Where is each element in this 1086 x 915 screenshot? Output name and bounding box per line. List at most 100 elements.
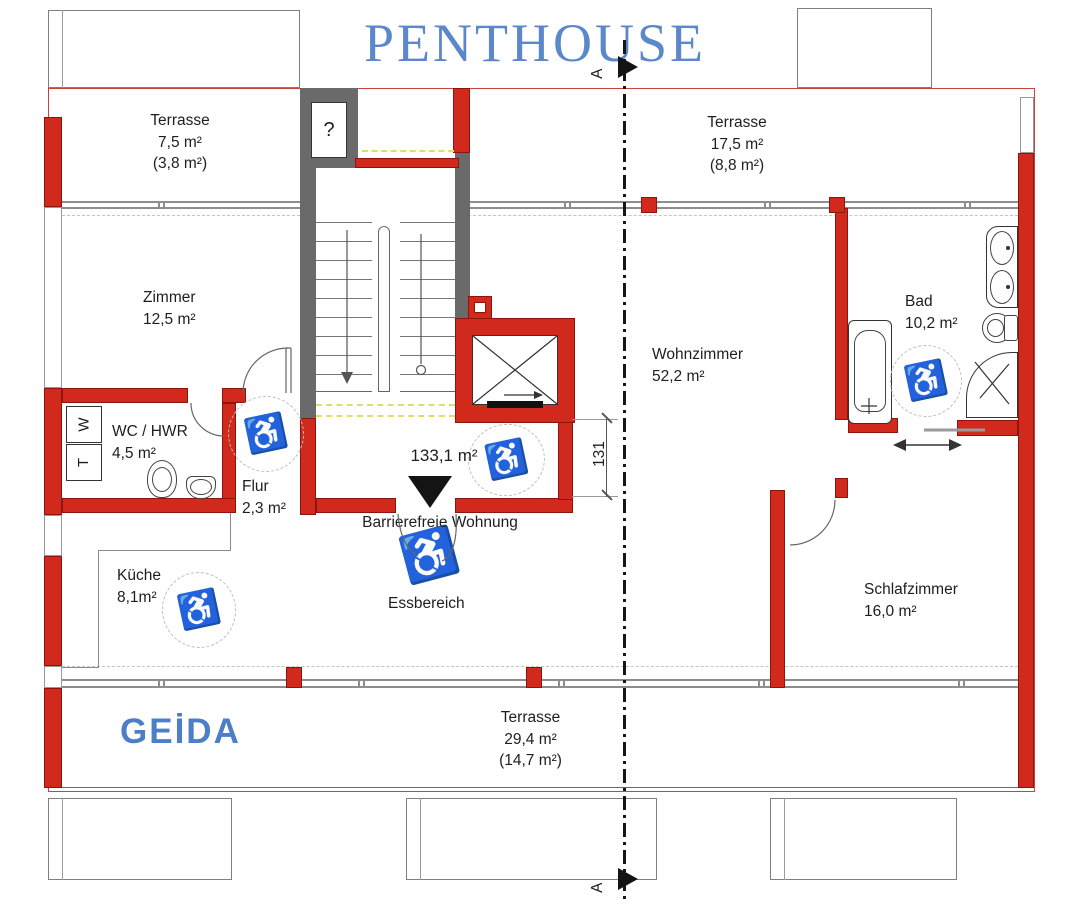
- room-area-half: (3,8 m²): [152, 155, 208, 173]
- hand-sink-bowl: [190, 479, 212, 495]
- room-name: Bad: [905, 293, 933, 310]
- section-label-top: A: [589, 68, 607, 79]
- wall-entry-left: [316, 498, 396, 513]
- headroom-dashed-line: [362, 150, 454, 152]
- wheelchair-icon: ♿: [174, 587, 224, 633]
- sink-faucet-dot: [1006, 285, 1010, 289]
- room-name: Schlafzimmer: [864, 581, 958, 598]
- railing-pillar: [829, 197, 845, 213]
- headroom-dashed-line: [316, 415, 455, 417]
- elevator-call-box-inner: [474, 302, 486, 313]
- room-label-flur: Flur 2,3 m²: [242, 476, 286, 519]
- room-area: 29,4 m²: [504, 730, 557, 748]
- washer-label: W: [75, 417, 93, 432]
- wall-bad-west: [835, 208, 848, 420]
- wall-zimmer-south: [62, 388, 188, 403]
- logo: GEİDA: [120, 712, 241, 751]
- wall-schlafzimmer-west: [770, 490, 785, 688]
- unknown-room-label: ?: [323, 118, 335, 141]
- room-area: 10,2 m²: [905, 314, 958, 332]
- window-left: [44, 666, 62, 688]
- roof-slope-dashed-line: [62, 215, 300, 216]
- room-area: 16,0 m²: [864, 602, 917, 620]
- room-area: 4,5 m²: [112, 444, 156, 462]
- wall-kueche-north: [62, 498, 236, 513]
- wall-vestibule-east: [558, 420, 573, 500]
- section-arrow-bottom: [618, 868, 638, 890]
- section-arrow-top: [618, 56, 638, 78]
- window-right-top: [1020, 97, 1034, 153]
- wheelchair-icon: ♿: [901, 358, 951, 404]
- room-label-wohnzimmer: Wohnzimmer 52,2 m²: [652, 344, 743, 387]
- kitchen-boundary-line: [98, 550, 99, 667]
- wall-vestibule-west: [300, 418, 316, 515]
- exterior-wall-left: [44, 117, 62, 207]
- kitchen-boundary-line: [230, 513, 231, 551]
- toilet-bad-bowl: [987, 319, 1004, 337]
- dormer-line: [784, 798, 785, 880]
- room-label-terrasse-bottom: Terrasse 29,4 m² (14,7 m²): [468, 707, 593, 772]
- kitchen-boundary-line: [98, 550, 230, 551]
- roof-slope-dashed-line: [62, 666, 1018, 667]
- wall-bad-south: [957, 420, 1018, 436]
- dryer-label: T: [75, 457, 93, 468]
- dimension-line: [606, 419, 607, 497]
- dormer-line: [420, 798, 421, 880]
- room-area: 8,1m²: [117, 588, 157, 606]
- dryer-box: T: [66, 444, 102, 481]
- room-name: Terrasse: [500, 709, 561, 726]
- kitchen-boundary-line: [62, 667, 99, 668]
- washer-box: W: [66, 406, 102, 443]
- room-label-kueche: Küche 8,1m²: [117, 565, 161, 608]
- wall-schlafzimmer-door-stub: [835, 478, 848, 498]
- dimension-value: 131: [591, 441, 608, 467]
- wall-stairwell-north: [453, 88, 470, 153]
- total-area-label: 133,1 m²: [410, 446, 478, 465]
- dormer-line: [62, 10, 63, 88]
- stair-handrail: [378, 226, 390, 392]
- wall-entry-right: [455, 498, 573, 513]
- room-label-wc-hwr: WC / HWR 4,5 m²: [112, 421, 188, 464]
- wall-zimmer-south: [222, 388, 246, 403]
- room-name: Terrasse: [150, 112, 210, 129]
- room-name: Zimmer: [143, 289, 196, 306]
- elevator-car: [472, 335, 558, 405]
- elevator-door: [487, 401, 543, 408]
- exterior-wall-left: [44, 556, 62, 666]
- section-line: [623, 40, 626, 902]
- dimension-extension-line: [572, 419, 618, 420]
- room-area: 52,2 m²: [652, 367, 705, 385]
- room-name: WC / HWR: [112, 423, 188, 440]
- room-area: 7,5 m²: [158, 133, 202, 151]
- room-name: Küche: [117, 567, 161, 584]
- page-title: PENTHOUSE: [363, 13, 706, 73]
- window-left: [44, 515, 62, 556]
- exterior-wall-left: [44, 688, 62, 788]
- dormer-outline-bottom-right: [770, 798, 957, 880]
- exterior-wall-left: [44, 388, 62, 515]
- dormer-outline-top-right: [797, 8, 932, 88]
- window-left: [44, 207, 62, 388]
- railing-terrace-top-right: [468, 201, 1018, 209]
- entry-arrow: [408, 476, 452, 508]
- room-label-terrasse-top-right: Terrasse 17,5 m² (8,8 m²): [672, 112, 802, 177]
- room-name: Terrasse: [707, 114, 767, 131]
- room-area: 2,3 m²: [242, 499, 286, 517]
- sink-faucet-dot: [1006, 246, 1010, 250]
- room-label-schlafzimmer: Schlafzimmer 16,0 m²: [864, 579, 958, 622]
- room-label-essbereich: Essbereich: [388, 593, 465, 615]
- room-name: Flur: [242, 478, 269, 495]
- toilet-bad-tank: [1004, 315, 1018, 341]
- headroom-dashed-line: [316, 404, 455, 406]
- dormer-outline-bottom-center: [406, 798, 657, 880]
- room-name: Essbereich: [388, 595, 465, 612]
- room-name: Wohnzimmer: [652, 346, 744, 363]
- wall-landing: [355, 158, 459, 168]
- sink-bowl: [990, 270, 1014, 304]
- room-label-zimmer: Zimmer 12,5 m²: [143, 287, 196, 330]
- railing-terrace-top-left: [62, 201, 300, 209]
- room-area: 17,5 m²: [710, 135, 764, 153]
- room-area-half: (8,8 m²): [709, 157, 765, 175]
- roof-slope-dashed-line: [468, 215, 1018, 216]
